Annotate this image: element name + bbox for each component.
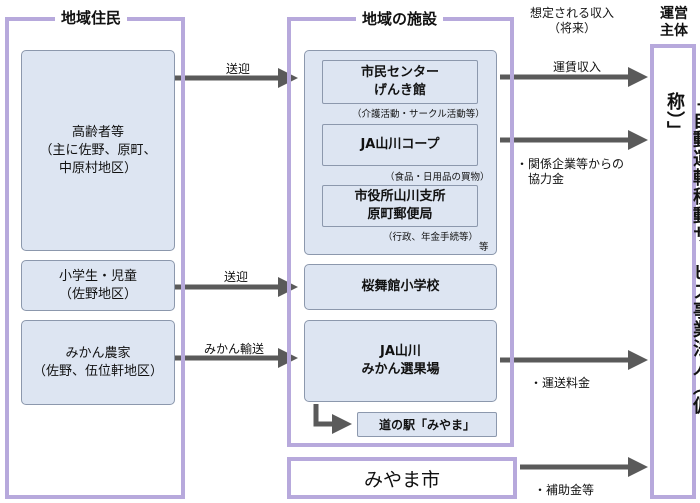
office-note: （行政、年金手続等） — [383, 232, 479, 243]
arrow-sorting-to-michinoeki — [313, 404, 352, 434]
operator-frame — [650, 44, 696, 499]
pickup-label-2: 送迎 — [224, 270, 249, 284]
residents-title: 地域住民 — [55, 7, 128, 28]
city-box: みやま市 — [287, 457, 517, 499]
subsidy-label: ・補助金等 — [534, 483, 595, 497]
sponsor-label: ・関係企業等からの 協力金 — [516, 157, 625, 186]
operator-name: 「自動運転移動サービス事業法人（仮称）」 — [664, 92, 700, 415]
operator-title: 運営 主体 — [660, 6, 688, 39]
center-box: 市民センター げんき館 — [322, 60, 478, 104]
michinoeki-box: 道の駅「みやま」 — [357, 412, 497, 437]
coop-note: （食品・日用品の買物） — [385, 172, 490, 183]
center-note: （介護活動・サークル活動等） — [352, 109, 485, 120]
farmers-box: みかん農家 （佐野、伍位軒地区） — [21, 320, 175, 405]
students-box: 小学生・児童 （佐野地区） — [21, 260, 175, 311]
coop-box: JA山川コープ — [322, 124, 478, 166]
income-title: 想定される収入 （将来） — [530, 6, 615, 35]
pickup-label-1: 送迎 — [226, 62, 251, 76]
facilities-etc: 等 — [479, 242, 489, 253]
facilities-title: 地域の施設 — [356, 8, 444, 29]
school-box: 桜舞館小学校 — [304, 264, 497, 310]
fare-label: 運賃収入 — [553, 60, 602, 74]
shipping-label: ・運送料金 — [530, 376, 591, 390]
elderly-box: 高齢者等 （主に佐野、原町、 中原村地区） — [21, 50, 175, 251]
sorting-box: JA山川 みかん選果場 — [304, 320, 497, 402]
mikan-transport-label: みかん輸送 — [204, 342, 265, 356]
office-box: 市役所山川支所 原町郵便局 — [322, 185, 478, 227]
